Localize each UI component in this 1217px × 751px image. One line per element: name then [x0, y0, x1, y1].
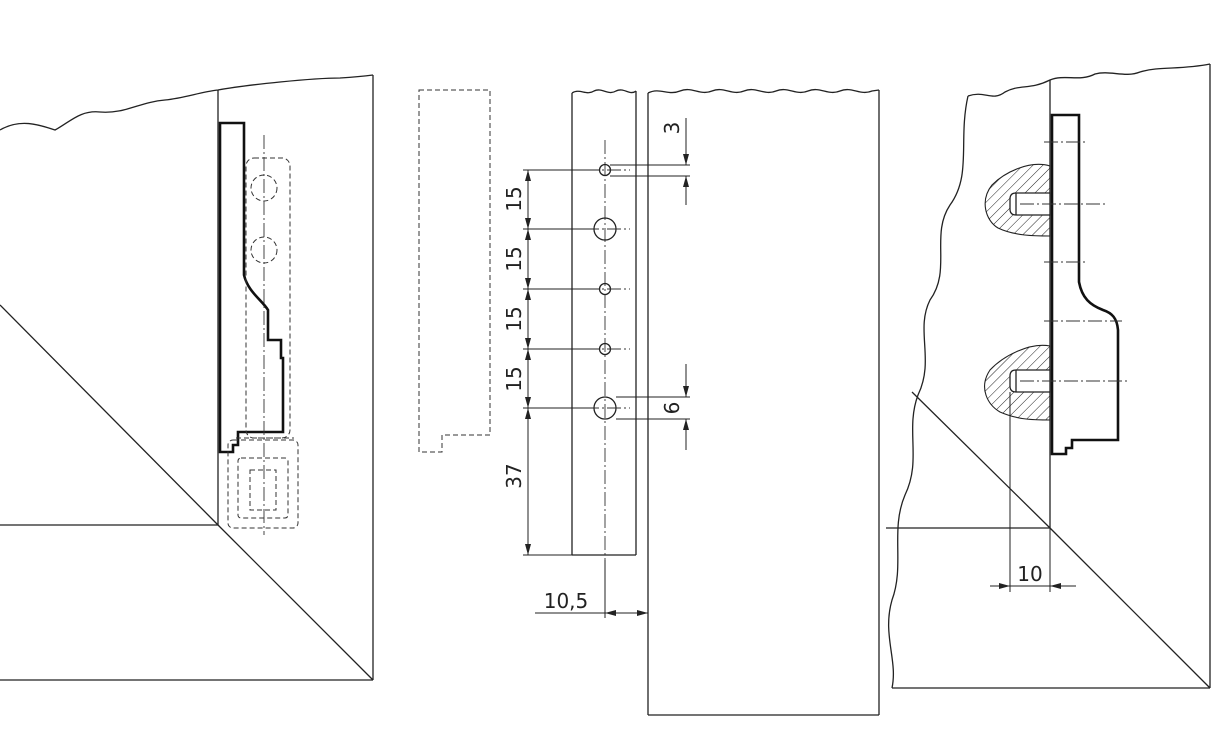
left-diagonal-upper — [0, 304, 219, 526]
middle-panel-break-edge — [647, 88, 880, 94]
right-hinge-plate — [1050, 113, 1120, 456]
dim-bottom-offset: 37 — [502, 463, 526, 488]
dim-pitch-3: 15 — [502, 306, 526, 331]
dim-pitch-4: 15 — [502, 366, 526, 391]
dim-top-hole-offset: 3 — [660, 122, 684, 135]
left-hidden-cup-inner — [237, 457, 289, 519]
left-wavy-break-edge — [0, 74, 374, 131]
dim-large-hole-dia: 6 — [660, 402, 684, 415]
dim-pitch-1: 15 — [502, 186, 526, 211]
dim-edge-setback: 10,5 — [544, 589, 589, 613]
middle-view-drilling-template: 15 15 15 15 37 3 6 — [418, 88, 880, 716]
left-diagonal-lower — [217, 524, 374, 681]
left-view-hinge-mounted — [0, 74, 374, 681]
hole-diameter-dimension — [616, 364, 690, 450]
edge-setback-dimension — [535, 560, 648, 618]
right-diagonal-lower — [1049, 527, 1211, 689]
left-hidden-cup-outer — [227, 439, 299, 529]
top-offset-dimension — [610, 118, 690, 205]
right-wavy-top-edge — [967, 63, 1211, 97]
right-view-dowel-section: 10 — [886, 63, 1211, 689]
dim-dowel-distance: 10 — [1017, 562, 1042, 586]
pitch-dimension-chain — [523, 169, 600, 556]
middle-strip-break-edge — [571, 89, 637, 94]
dim-pitch-2: 15 — [502, 246, 526, 271]
right-diagonal-upper — [911, 391, 1051, 529]
middle-dashed-plate-outline — [418, 89, 491, 453]
left-hidden-cup-core — [249, 469, 277, 511]
left-hinge-plate — [218, 121, 285, 454]
right-wavy-left-edge — [888, 95, 969, 689]
dowel-distance-dimension — [990, 392, 1076, 592]
